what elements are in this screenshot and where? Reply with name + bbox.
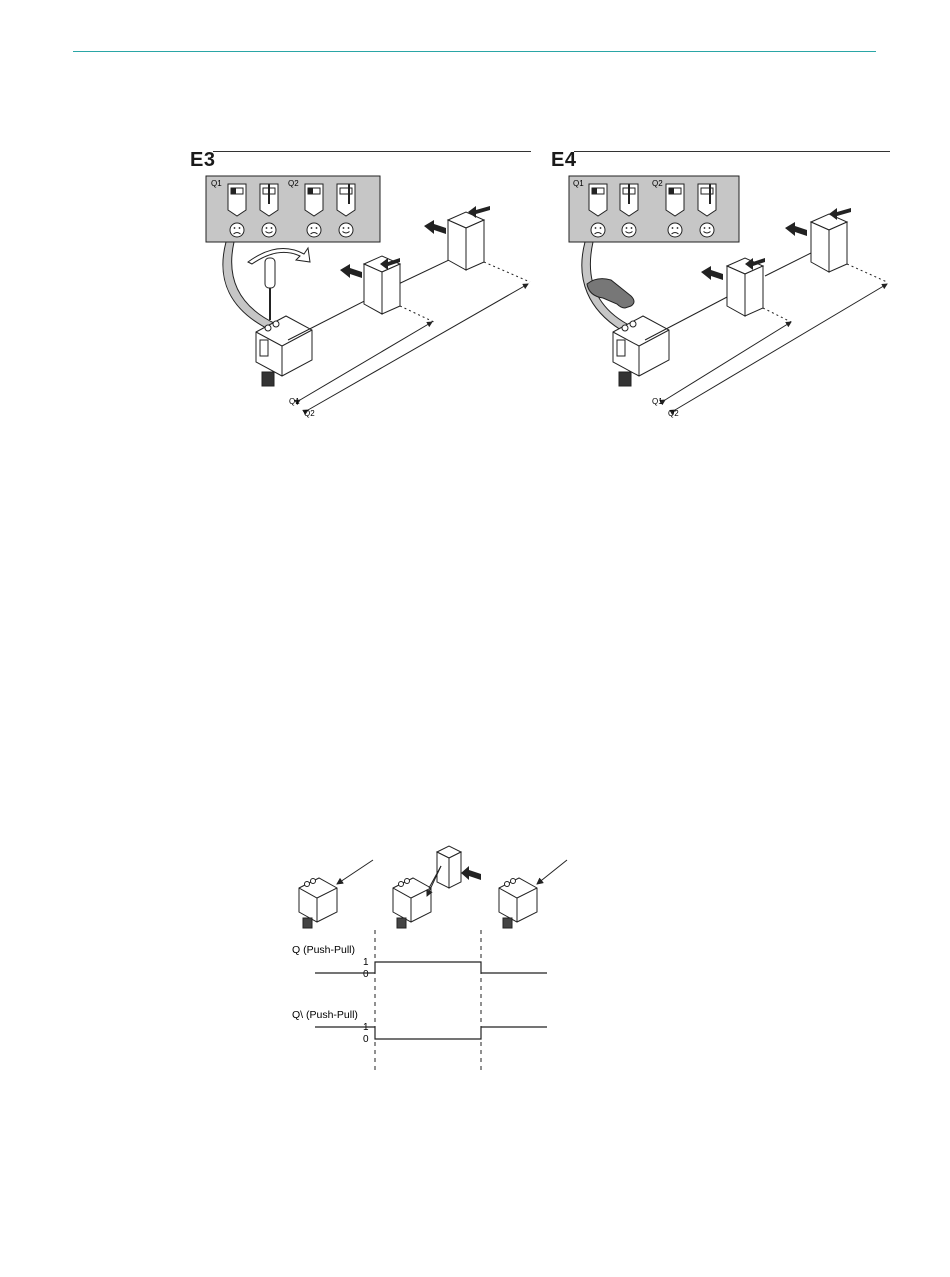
indicator-card [698,184,716,216]
panel-label-q1: Q1 [573,179,584,188]
dotted-guide [484,262,530,282]
range-arrow-q2 [675,284,887,410]
sad-face-icon [230,223,244,237]
signal-q-level-low: 0 [363,969,369,980]
indicator-card [260,184,278,216]
movement-arrow-icon [461,866,481,880]
beam-line [765,250,817,276]
sensor-icon [393,878,431,928]
light-beam [537,860,567,884]
sad-face-icon [591,223,605,237]
axis-label-q2: Q2 [668,409,679,418]
settings-panel: Q1 Q2 [206,176,380,242]
happy-face-icon [622,223,636,237]
dotted-guide [847,264,887,282]
movement-arrow-icon [424,220,446,234]
signal-q-label: Q (Push-Pull) [292,944,355,956]
settings-panel: Q1 Q2 [569,176,739,242]
indicator-card [305,184,323,216]
indicator-card [620,184,638,216]
panel-label-q1: Q1 [211,179,222,188]
figure-e4-rule [574,151,890,152]
sensor-icon [499,878,537,928]
axis-label-q1: Q1 [289,397,300,406]
panel-label-q2: Q2 [288,179,299,188]
axis-label-q1: Q1 [652,397,663,406]
indicator-card [589,184,607,216]
panel-label-q2: Q2 [652,179,663,188]
sensor-icon [299,878,337,928]
timing-diagram: Q (Push-Pull) 1 0 Q\ (Push-Pull) 1 0 [285,838,585,1078]
signal-q-inverted-waveform [315,1027,547,1039]
dotted-guide [763,308,791,322]
light-beam [337,860,373,884]
indicator-card [228,184,246,216]
movement-arrow-icon [785,222,807,236]
figure-e3-rule [213,151,531,152]
happy-face-icon [339,223,353,237]
movement-arrow-icon [340,264,362,278]
figure-e4-diagram: Q1 Q2 [555,170,895,440]
movement-arrow-icon [701,266,723,280]
figure-e4-title: E4 [551,150,576,170]
happy-face-icon [700,223,714,237]
object-box [727,258,763,316]
figure-e3-title: E3 [190,150,215,170]
sad-face-icon [668,223,682,237]
screwdriver-icon [265,258,275,320]
indicator-card [666,184,684,216]
beam-line [645,296,729,340]
range-arrow-q1 [665,322,791,400]
range-arrow-q1 [300,322,432,400]
sad-face-icon [307,223,321,237]
axis-label-q2: Q2 [304,409,315,418]
header-rule [73,51,876,52]
signal-q-waveform [315,962,547,973]
signal-q-level-high: 1 [363,957,369,968]
dotted-guide [400,306,434,322]
object-box [448,212,484,270]
signal-q-inverted-level-low: 0 [363,1034,369,1045]
rotate-arrow-icon [248,248,310,264]
indicator-card [337,184,355,216]
figure-e3-diagram: Q1 Q2 [190,170,550,440]
range-arrow-q2 [308,284,528,410]
object-box [811,214,847,272]
signal-q-inverted-label: Q\ (Push-Pull) [292,1009,358,1021]
happy-face-icon [262,223,276,237]
